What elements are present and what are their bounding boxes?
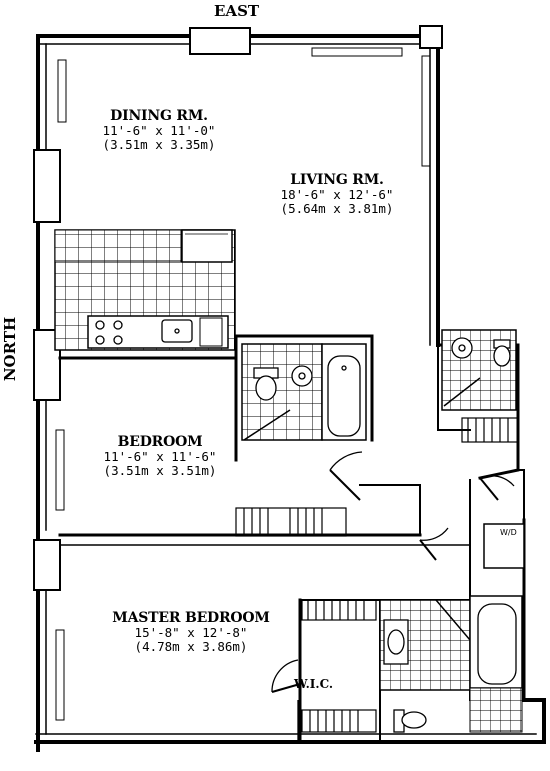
- bedroom-dimensions-m: (3.51m x 3.51m): [103, 463, 217, 479]
- doors: [271, 451, 515, 740]
- powder-room: [441, 329, 517, 411]
- bedroom-label: BEDROOM 11'-6" x 11'-6" (3.51m x 3.51m): [80, 434, 240, 479]
- dining-room-dimensions-m: (3.51m x 3.35m): [102, 137, 216, 153]
- washer-dryer-label: W/D: [500, 528, 517, 537]
- living-room-dimensions-m: (5.64m x 3.81m): [280, 201, 394, 217]
- bedroom-name: BEDROOM: [117, 434, 203, 450]
- stove-icon: [95, 320, 123, 345]
- master-bedroom-dimensions-ft: 15'-8" x 12'-8": [134, 625, 248, 641]
- compass-north: NORTH: [1, 316, 20, 382]
- closets: [235, 417, 519, 733]
- windows: [55, 47, 431, 721]
- living-room-label: LIVING RM. 18'-6" x 12'-6" (5.64m x 3.81…: [262, 172, 412, 217]
- washer-dryer: [483, 523, 525, 569]
- toilet-icon: [493, 339, 511, 367]
- sink-icon: [161, 319, 193, 343]
- master-bathroom: [379, 595, 523, 733]
- master-bedroom-name: MASTER BEDROOM: [112, 610, 270, 626]
- sink-icon: [383, 619, 409, 665]
- sink-icon: [291, 365, 313, 387]
- living-room-dimensions-ft: 18'-6" x 12'-6": [280, 187, 394, 203]
- sink-icon: [451, 337, 473, 359]
- hall-bathroom: [241, 343, 367, 441]
- toilet-icon: [253, 367, 279, 401]
- walk-in-closet-label: W.I.C.: [294, 677, 334, 691]
- master-bedroom-dimensions-m: (4.78m x 3.86m): [134, 639, 248, 655]
- bathtub-icon: [327, 355, 361, 437]
- compass-east: EAST: [214, 2, 260, 20]
- master-bedroom-label: MASTER BEDROOM 15'-8" x 12'-8" (4.78m x …: [96, 610, 286, 655]
- dining-room-label: DINING RM. 11'-6" x 11'-0" (3.51m x 3.35…: [84, 108, 234, 153]
- living-room-name: LIVING RM.: [290, 172, 384, 188]
- toilet-icon: [393, 709, 427, 733]
- bedroom-dimensions-ft: 11'-6" x 11'-6": [103, 449, 217, 465]
- kitchen: [54, 229, 236, 351]
- dining-room-dimensions-ft: 11'-6" x 11'-0": [102, 123, 216, 139]
- dining-room-name: DINING RM.: [110, 108, 208, 124]
- bathtub-icon: [477, 603, 517, 685]
